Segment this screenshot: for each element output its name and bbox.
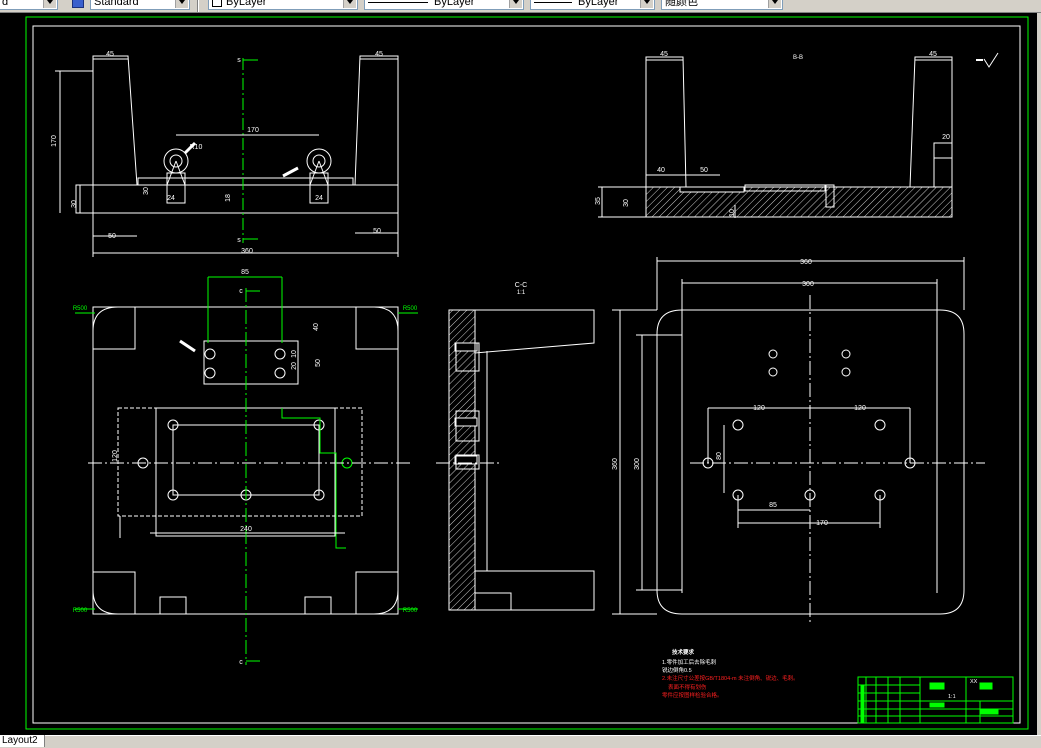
dim-170-centers: 170 [247, 127, 259, 134]
dim-50: 50 [700, 167, 708, 174]
dim-20-front: 20 [291, 362, 298, 370]
view-title-b-b: B-B [793, 55, 803, 61]
dim-35: 35 [595, 197, 602, 205]
section-mark-c-top: c [239, 288, 243, 295]
dim-50-right: 50 [373, 228, 381, 235]
section-title-c-c: C-C [515, 282, 527, 289]
title-block [857, 676, 1014, 724]
toolbar-separator [197, 0, 199, 12]
dim-10: 10 [729, 209, 736, 217]
section-mark-s-top: s [237, 57, 241, 64]
lineweight-select[interactable]: ByLayer [530, 0, 655, 10]
cad-drawing[interactable]: 45 45 170 170 R10 30 30 24 24 18 50 50 3… [0, 13, 1037, 735]
color-value: 随颜色 [665, 0, 698, 8]
radius-label-br: R500 [403, 608, 418, 614]
plan-dim-120-left: 120 [753, 405, 765, 412]
plan-dim-300: 300 [802, 281, 814, 288]
dim-18: 18 [225, 194, 232, 202]
dim-40: 40 [657, 167, 665, 174]
plan-dim-120-right: 120 [854, 405, 866, 412]
color-select[interactable]: 随颜色 [661, 0, 783, 10]
dim-45-b: 45 [929, 51, 937, 58]
dim-50-front: 50 [315, 359, 322, 367]
properties-toolbar: d Standard ByLayer ByLayer ByLayer 随颜色 [0, 0, 1041, 13]
plan-dim-360-height: 360 [612, 458, 619, 470]
titleblock-scale: 1:1 [948, 694, 956, 700]
layout-tab-bar: Layout2 [0, 735, 1041, 748]
dim-40-front: 40 [313, 323, 320, 331]
chevron-down-icon[interactable] [509, 0, 522, 8]
front-plan-view [75, 276, 418, 665]
notes-line-5: 零件应按图样检验合格。 [662, 691, 723, 699]
section-c-c-view [436, 309, 595, 611]
square-icon [212, 0, 222, 8]
dim-10-front: 10 [291, 350, 298, 358]
section-scale: 1:1 [517, 290, 526, 296]
line-sample-icon [534, 1, 572, 3]
dim-120-front: 120 [112, 450, 119, 462]
lineweight-value: ByLayer [578, 0, 619, 8]
chevron-down-icon[interactable] [43, 0, 56, 8]
chevron-down-icon[interactable] [768, 0, 781, 8]
dim-30-upper: 30 [143, 187, 150, 195]
dim-85: 85 [241, 269, 249, 276]
dim-20: 20 [942, 134, 950, 141]
dimstyle-icon [72, 0, 84, 8]
dim-24-left: 24 [167, 195, 175, 202]
notes-line-2: 锐边倒角0.5 [662, 666, 692, 674]
top-right-view [598, 56, 953, 218]
section-mark-s-bottom: s [237, 237, 241, 244]
right-plan-view [612, 257, 985, 625]
notes-line-3: 2.未注尺寸公差按GB/T1804-m 未注倒角、锐边、毛刺。 [662, 674, 799, 682]
dim-style-select[interactable]: Standard [90, 0, 190, 10]
dim-360-width: 360 [241, 248, 253, 255]
dim-170-height: 170 [51, 135, 58, 147]
roughness-symbol [976, 52, 999, 68]
dim-50-left: 50 [108, 233, 116, 240]
notes-line-4: 表面不得有划伤 [668, 683, 707, 691]
linetype-value: ByLayer [434, 0, 475, 8]
chevron-down-icon[interactable] [640, 0, 653, 8]
plan-dim-170: 170 [816, 520, 828, 527]
outer-border [25, 16, 1029, 730]
radius-label-tl: R500 [73, 306, 88, 312]
text-style-value: d [2, 0, 9, 8]
plan-dim-80: 80 [716, 452, 723, 460]
layer-value: ByLayer [226, 0, 267, 8]
titleblock-tag: XX [970, 679, 978, 685]
tab-layout2[interactable]: Layout2 [0, 735, 45, 747]
linetype-select[interactable]: ByLayer [364, 0, 524, 10]
plan-dim-300-height: 300 [634, 458, 641, 470]
dim-r10: R10 [190, 144, 203, 151]
section-mark-c-bottom: c [239, 659, 243, 666]
dim-240: 240 [240, 526, 252, 533]
line-sample-icon [368, 1, 428, 3]
dim-24-right: 24 [315, 195, 323, 202]
plan-dim-360: 360 [800, 259, 812, 266]
chevron-down-icon[interactable] [343, 0, 356, 8]
drawing-canvas[interactable]: 45 45 170 170 R10 30 30 24 24 18 50 50 3… [0, 13, 1041, 735]
notes-title: 技术要求 [672, 648, 695, 656]
radius-label-bl: R500 [73, 608, 88, 614]
notes-line-1: 1.零件加工后去除毛刺 [662, 658, 717, 666]
dim-45-right: 45 [375, 51, 383, 58]
radius-label-tr: R500 [403, 306, 418, 312]
layer-select[interactable]: ByLayer [208, 0, 358, 10]
plan-dim-85: 85 [769, 502, 777, 509]
chevron-down-icon[interactable] [175, 0, 188, 8]
dim-style-value: Standard [94, 0, 139, 8]
vertical-scrollbar[interactable] [1037, 13, 1041, 735]
dim-45-a: 45 [660, 51, 668, 58]
dim-30: 30 [623, 199, 630, 207]
dim-30-base: 30 [71, 200, 78, 208]
text-style-select[interactable]: d [0, 0, 58, 10]
top-left-view [55, 55, 399, 257]
dim-45-left: 45 [106, 51, 114, 58]
inner-border [32, 25, 1021, 724]
